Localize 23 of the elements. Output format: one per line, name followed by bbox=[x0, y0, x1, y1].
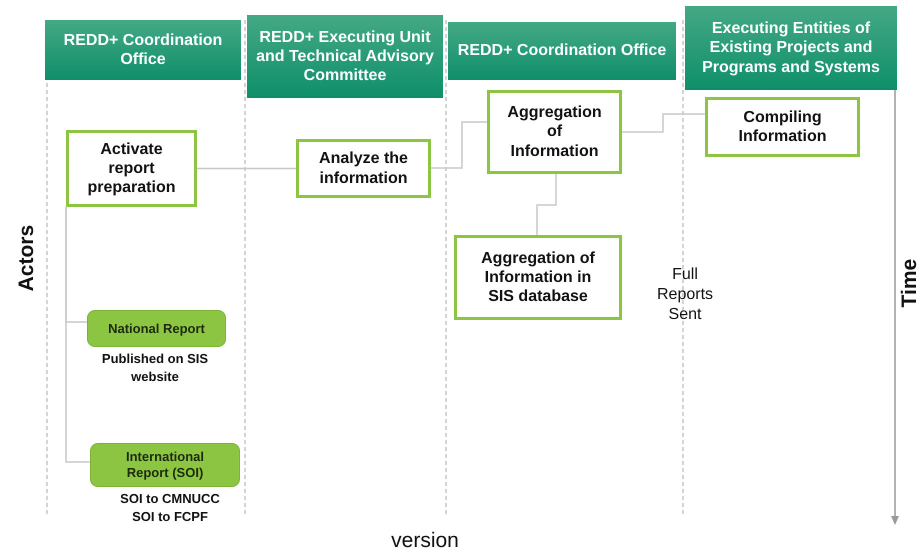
connector-line bbox=[622, 113, 705, 133]
connector-line bbox=[536, 174, 557, 235]
connector-line bbox=[197, 168, 296, 170]
axis-label: version bbox=[390, 528, 460, 554]
process-box: Aggregation of Information in SIS database bbox=[454, 235, 622, 320]
caption-text: SOI to CMNUCC bbox=[119, 490, 221, 508]
lane-header: Executing Entities of Existing Projects and Programs and Systems bbox=[685, 6, 897, 90]
axis-label: Time bbox=[896, 258, 922, 310]
report-box: International Report (SOI) bbox=[90, 443, 240, 487]
axis-label: Actors bbox=[14, 224, 39, 294]
process-box: Compiling Information bbox=[705, 97, 860, 157]
lane-header: REDD+ Executing Unit and Technical Advisory Committee bbox=[247, 15, 443, 98]
process-box: Activate report preparation bbox=[66, 130, 197, 207]
caption-text: Published on SIS website bbox=[100, 350, 210, 386]
lane-header: REDD+ Coordination Office bbox=[45, 20, 241, 80]
connector-line bbox=[65, 207, 90, 463]
note-text: Full Reports Sent bbox=[656, 265, 714, 325]
process-box: Analyze the information bbox=[296, 139, 431, 198]
process-box: Aggregation of Information bbox=[487, 90, 622, 174]
lane-header: REDD+ Coordination Office bbox=[448, 22, 676, 80]
caption-text: SOI to FCPF bbox=[131, 508, 209, 526]
connector-line bbox=[431, 121, 487, 169]
report-box: National Report bbox=[87, 310, 226, 347]
